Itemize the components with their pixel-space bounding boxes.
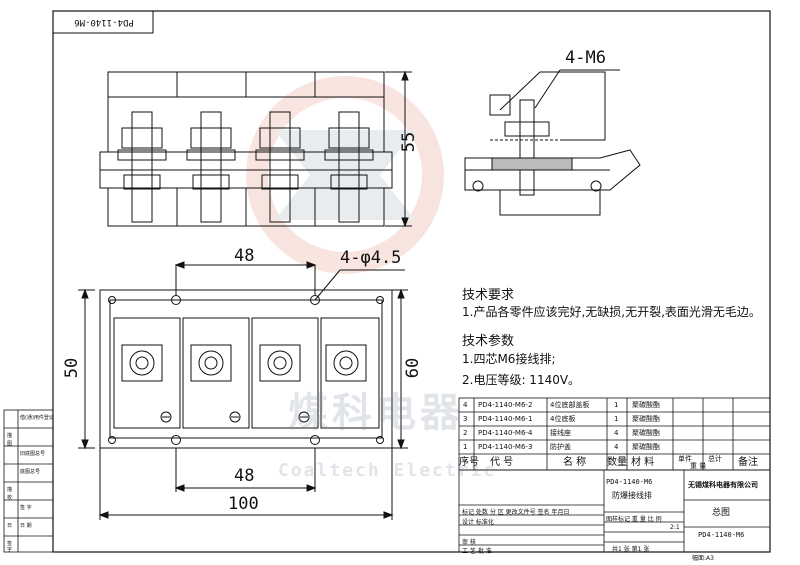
bom-header-no: 序号	[459, 457, 479, 468]
outer-border	[52, 10, 771, 553]
sig-row-1: 标记 处数 分 区 更改文件号 签名 年月日	[462, 509, 570, 516]
code-box	[52, 10, 154, 34]
bom-row-1-material: 聚碳酸酯	[632, 443, 660, 451]
dim-holes: 4-φ4.5	[340, 248, 402, 268]
side-row-3: 底图总号	[20, 469, 41, 475]
side-col-6: 签	[7, 541, 13, 547]
side-col-2: 图	[7, 441, 13, 447]
sig-row-3: 审 核	[462, 539, 476, 546]
front-view	[99, 70, 412, 228]
watermark-cn: 煤科电器	[288, 390, 464, 436]
drawing-title: 总图	[712, 508, 731, 518]
bom-row-3-no: 3	[463, 415, 468, 423]
side-col-3: 描	[7, 487, 13, 493]
drawing-code-flipped: PD4-1140-M6	[74, 17, 134, 27]
bom-row-3-qty: 1	[614, 415, 619, 423]
bom-row-1-name: 防护盖	[550, 443, 571, 451]
front-terminal-4	[324, 111, 374, 223]
bom-header-name: 名 称	[563, 457, 587, 468]
bom-header-code: 代 号	[490, 457, 514, 468]
params-title: 技术参数	[462, 334, 515, 349]
dim-55: 55	[399, 131, 420, 153]
bom-header-remark: 备注	[738, 457, 758, 468]
dim-100: 100	[228, 494, 259, 514]
side-col-4: 校	[7, 495, 13, 501]
bom-header-total: 总计	[708, 455, 722, 463]
bom-row-3-code: PD4-1140-M6-1	[478, 415, 533, 423]
bom-row-1-no: 1	[463, 443, 468, 451]
bom-row-4-material: 聚碳酸酯	[632, 401, 660, 409]
front-terminal-2	[186, 111, 236, 223]
bom-row-2-no: 2	[463, 429, 468, 437]
bom-row-1-code: PD4-1140-M6-3	[478, 443, 533, 451]
side-table-grid	[3, 409, 54, 553]
part-code: PD4-1140-M6	[606, 478, 653, 486]
params-line-2: 2.电压等级: 1140V。	[462, 373, 581, 387]
bom-row-4-code: PD4-1140-M6-2	[478, 401, 533, 409]
bom-row-4-name: 4位底部盖板	[550, 401, 590, 409]
bom-row-2-material: 聚碳酸酯	[632, 429, 660, 437]
side-row-2: 旧底图总号	[20, 451, 46, 457]
stage-labels: 图样标记 重 量 比 例	[606, 516, 662, 523]
side-row-1: 借(通)用件登记	[20, 415, 54, 421]
sig-row-4: 工 艺 批 准	[462, 548, 492, 555]
dim-50: 50	[62, 357, 83, 379]
bom-header-weight: 重 量	[690, 462, 707, 470]
side-col-5: 日	[7, 523, 13, 529]
side-col-7: 字	[7, 547, 13, 553]
side-view	[464, 69, 641, 216]
requirements-title: 技术要求	[462, 288, 515, 303]
dim-4-m6: 4-M6	[565, 48, 606, 68]
bom-header-qty: 数量	[607, 457, 627, 468]
bom-row-4-no: 4	[463, 401, 468, 409]
dim-60: 60	[403, 357, 424, 379]
bom-header-material: 材 料	[631, 457, 655, 468]
plan-terminal-1	[121, 344, 163, 382]
front-terminal-3	[255, 111, 305, 223]
bom-row-3-name: 4位底板	[550, 415, 576, 423]
requirements-line-1: 1.产品各零件应该完好,无缺损,无开裂,表面光滑无毛边。	[462, 305, 761, 319]
watermark-en: Coaltech Electric	[278, 460, 497, 481]
sheet-info: 共1 张 第1 张	[612, 546, 650, 553]
dim-48-bottom: 48	[234, 466, 255, 486]
side-row-4: 签 字	[20, 505, 32, 511]
drawing-number: PD4-1140-M6	[698, 531, 745, 539]
bom-row-2-name: 接线座	[550, 429, 571, 437]
plan-terminal-4	[325, 344, 367, 382]
plan-view	[78, 261, 408, 520]
bom-row-2-qty: 4	[614, 429, 619, 437]
bom-row-3-material: 聚碳酸酯	[632, 415, 660, 423]
bom-row-1-qty: 4	[614, 443, 619, 451]
title-block-grid	[458, 469, 771, 553]
bom-row-4-qty: 1	[614, 401, 619, 409]
side-row-5: 日 期	[20, 523, 32, 529]
paper-format: 幅面:A3	[692, 555, 714, 562]
side-col-1: 描	[7, 433, 13, 439]
params-line-1: 1.四芯M6接线排;	[462, 352, 556, 366]
bom-grid	[458, 397, 771, 471]
plan-terminal-3	[259, 344, 301, 382]
bom-row-2-code: PD4-1140-M6-4	[478, 429, 533, 437]
bom-header-unit: 单件	[678, 455, 692, 463]
sig-row-2: 设计 标准化	[462, 519, 494, 526]
scale: 2:1	[670, 524, 680, 531]
company-name: 无锡煤科电器有限公司	[688, 481, 758, 489]
front-terminal-1	[117, 111, 167, 223]
plan-terminal-2	[190, 344, 232, 382]
part-name: 防爆接线排	[612, 491, 652, 500]
dim-48-top: 48	[234, 246, 255, 266]
